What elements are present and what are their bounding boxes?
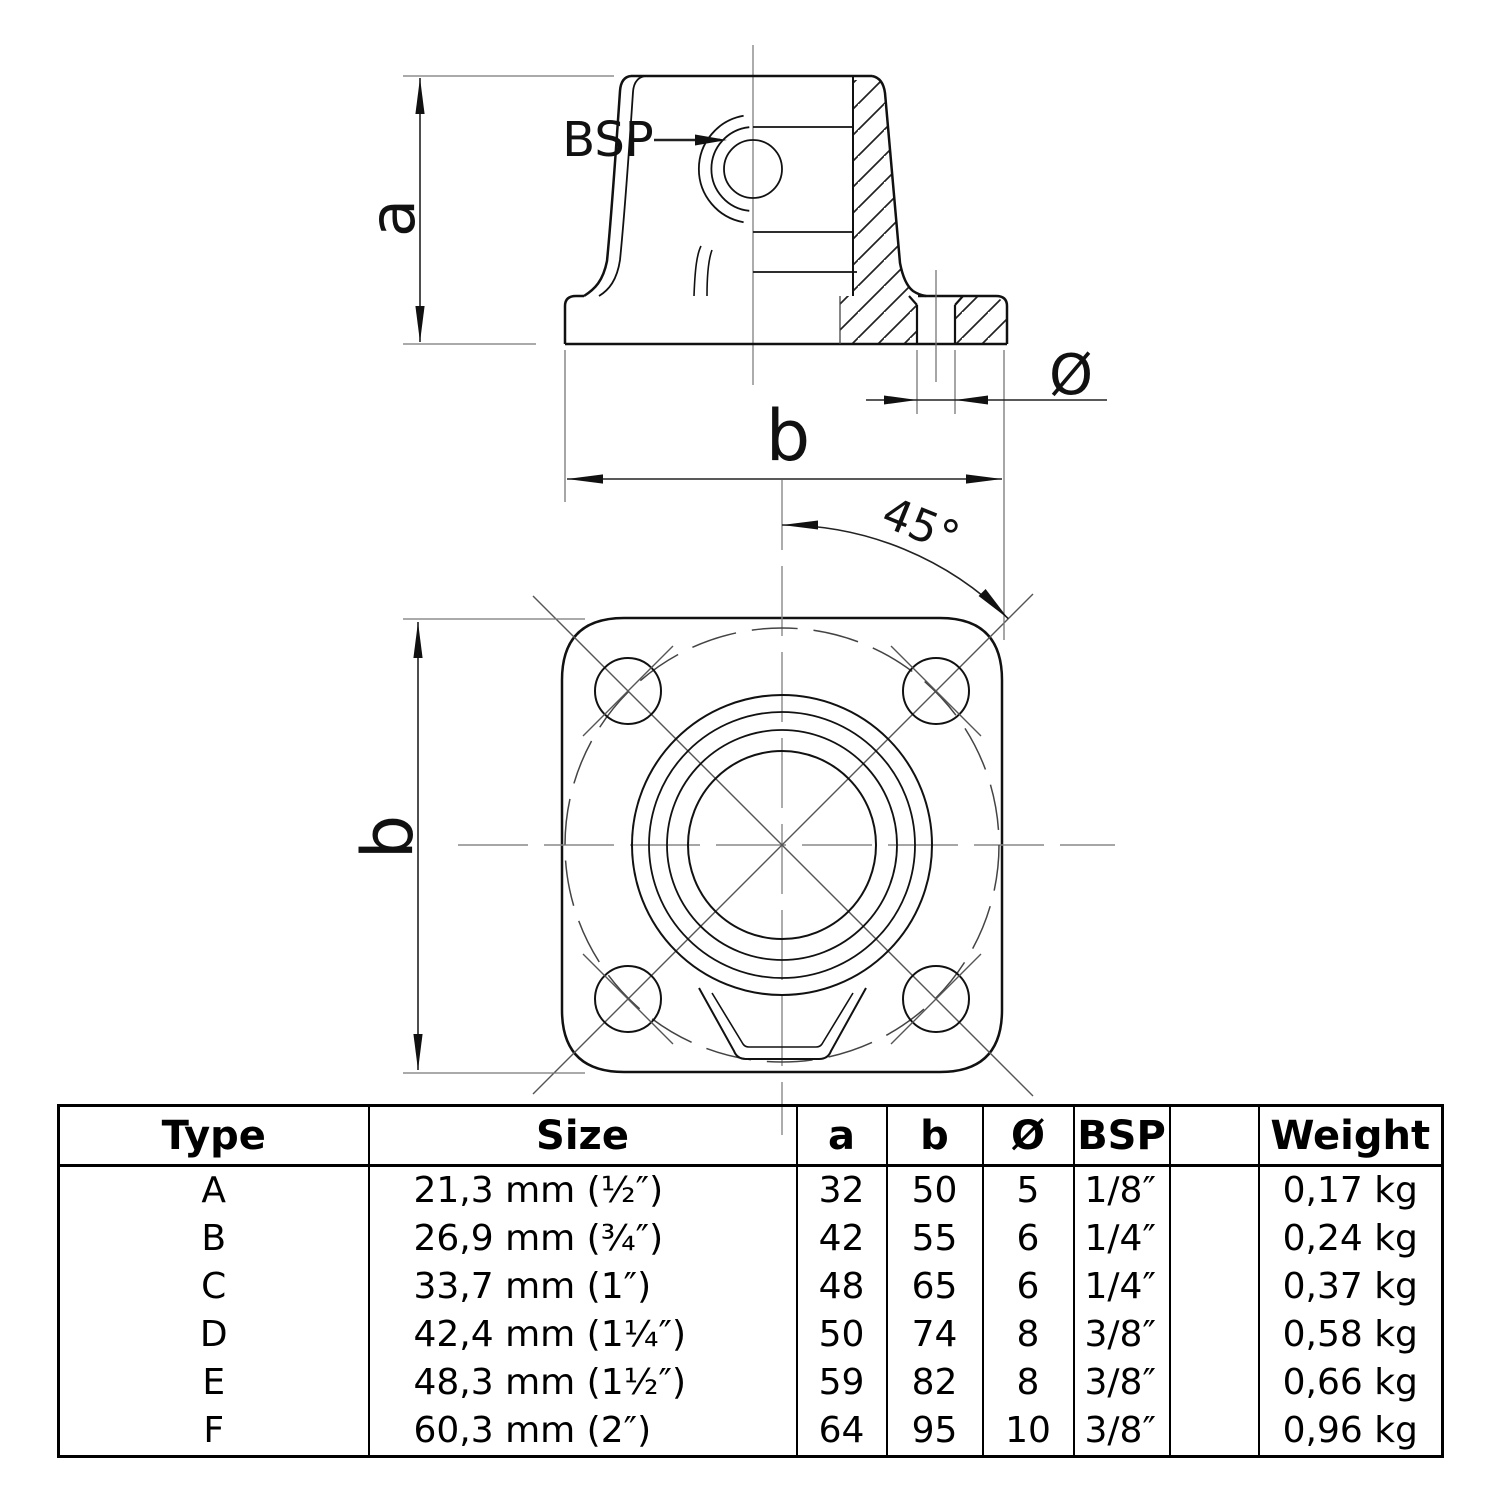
table-cell: E [58,1359,370,1407]
table-cell: 6 [982,1263,1075,1311]
socket-circle [666,729,898,961]
boss-left-inner [598,75,646,297]
table-cell: 65 [886,1263,984,1311]
table-cell: 21,3 mm (½″) [368,1165,798,1215]
table-cell [1169,1407,1260,1457]
plan-view [458,480,1115,1135]
table-cell [1169,1165,1260,1215]
table-cell: 10 [982,1407,1075,1457]
side-view [563,45,1009,385]
table-cell: 74 [886,1311,984,1359]
column-header-b: b [886,1105,984,1167]
table-cell: 3/8″ [1073,1359,1171,1407]
a-dim-label: a [356,199,429,237]
bore-circle [687,750,877,940]
table-cell: 48,3 mm (1½″) [368,1359,798,1407]
table-cell: 8 [982,1359,1075,1407]
table-cell: B [58,1215,370,1263]
bsp-hole-mid-arc [710,126,750,212]
table-cell: 59 [796,1359,888,1407]
table-cell: 32 [796,1165,888,1215]
table-cell: 50 [886,1165,984,1215]
b-plan-dim-label: b [347,815,429,859]
table-cell: 5 [982,1165,1075,1215]
table-cell: 42,4 mm (1¼″) [368,1311,798,1359]
boss-step-circle [648,711,916,979]
table-cell: 1/4″ [1073,1263,1171,1311]
column-header-Size: Size [368,1105,798,1167]
table-cell: 50 [796,1311,888,1359]
dimensions: a BSP b Ø 45° b [347,75,1107,1074]
column-header-Ø: Ø [982,1105,1075,1167]
table-cell: 1/8″ [1073,1165,1171,1215]
flange-square-outline [560,616,1004,1074]
bsp-label: BSP [562,112,654,168]
table-cell: 0,37 kg [1282,1266,1418,1307]
table-cell: 0,24 kg [1282,1218,1418,1259]
table-cell: 0,17 kg [1282,1170,1418,1211]
table-cell: 48 [796,1263,888,1311]
boss-wall-hatch [853,80,921,296]
table-cell [1169,1263,1260,1311]
angle-label: 45° [875,488,966,565]
table-cell: 0,66 kg [1282,1362,1418,1403]
column-header-Type: Type [58,1105,370,1167]
base-bolt-hole [908,295,964,344]
plan-diagonal-1 [532,595,1034,1097]
table-cell: 42 [796,1215,888,1263]
table-cell: 0,96 kg [1282,1410,1418,1451]
boss-outer-circle [631,694,933,996]
column-header-Weight: Weight [1258,1105,1443,1167]
table-cell: 55 [886,1215,984,1263]
table-cell: 82 [886,1359,984,1407]
table-cell: 33,7 mm (1″) [368,1263,798,1311]
table-cell [1169,1311,1260,1359]
column-header-BSP: BSP [1073,1105,1171,1167]
plan-diagonal-2 [532,593,1034,1095]
table-cell: 64 [796,1407,888,1457]
base-hatch-left [840,296,917,344]
table-cell: 1/4″ [1073,1215,1171,1263]
table-cell: A [58,1165,370,1215]
table-cell: 26,9 mm (¾″) [368,1215,798,1263]
table-cell [1169,1215,1260,1263]
boss-left-outer [583,74,632,298]
table-cell: 3/8″ [1073,1407,1171,1457]
bolt-circle [564,627,1000,1063]
table-cell: 95 [886,1407,984,1457]
diameter-label: Ø [1049,343,1093,408]
base-outline [563,294,1009,346]
bsp-hole-outer-arc [698,114,744,224]
boss-right-outer [871,74,927,298]
boss-rib-lines [693,245,713,297]
table-cell: C [58,1263,370,1311]
table-cell: 3/8″ [1073,1311,1171,1359]
table-cell: 8 [982,1311,1075,1359]
b-side-dim-label: b [766,395,810,477]
bore-edges [753,126,857,273]
table-cell: F [58,1407,370,1457]
table-cell: 60,3 mm (2″) [368,1407,798,1457]
bsp-hole-inner-circle [723,139,783,199]
opening-inner [711,992,854,1048]
base-hatch-right [955,296,1007,344]
table-cell: 0,58 kg [1282,1314,1418,1355]
table-cell [1169,1359,1260,1407]
column-header-a: a [796,1105,888,1167]
bolt-holes [582,645,982,1045]
table-cell: 6 [982,1215,1075,1263]
column-header-blank [1169,1105,1260,1167]
opening-outer [698,987,867,1060]
table-cell: D [58,1311,370,1359]
